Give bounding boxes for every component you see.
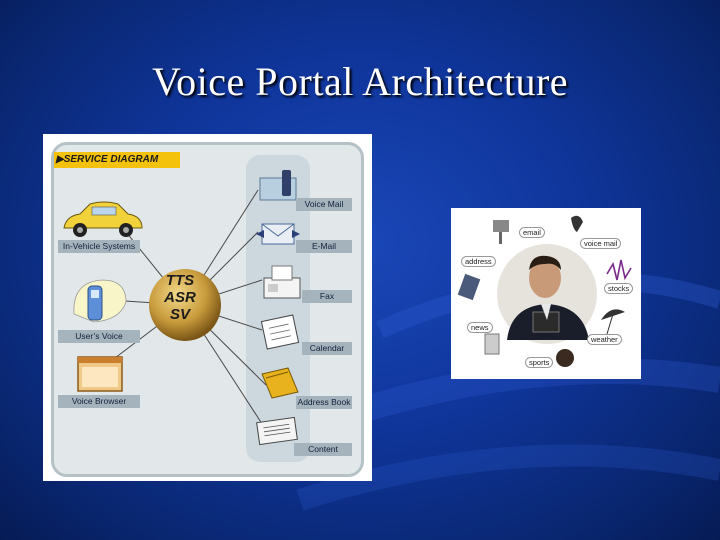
photo-label-voice-mail: voice mail bbox=[580, 238, 622, 249]
label-users-voice: User’s Voice bbox=[58, 330, 140, 343]
phone-handset-icon bbox=[571, 215, 583, 232]
service-diagram-banner: ▶SERVICE DIAGRAM bbox=[54, 152, 180, 168]
umbrella-icon bbox=[601, 309, 625, 335]
label-voice-mail: Voice Mail bbox=[296, 198, 352, 211]
hub-tts: TTS bbox=[165, 272, 195, 289]
label-e-mail: E-Mail bbox=[296, 240, 352, 253]
car-icon bbox=[63, 201, 143, 237]
stock-chart-icon bbox=[606, 259, 632, 281]
fax-machine-icon bbox=[263, 265, 301, 299]
envelope-icon bbox=[256, 223, 300, 245]
address-book-icon bbox=[261, 367, 299, 399]
browser-window-icon bbox=[77, 356, 123, 392]
label-content: Content bbox=[294, 443, 352, 456]
hub-label: TTS ASR SV bbox=[150, 272, 210, 323]
cellphone-icon bbox=[259, 170, 297, 201]
photo-label-weather: weather bbox=[587, 334, 622, 345]
baseball-glove-icon bbox=[556, 349, 574, 367]
photo-label-sports: sports bbox=[525, 357, 554, 368]
palm-device-icon bbox=[457, 273, 481, 301]
photo-label-news: news bbox=[467, 322, 493, 333]
pda-icon bbox=[484, 333, 500, 355]
hub-sv: SV bbox=[169, 306, 190, 323]
hub-sphere-icon bbox=[149, 269, 221, 341]
newspaper-icon bbox=[256, 416, 298, 446]
calendar-icon bbox=[260, 314, 300, 350]
label-fax: Fax bbox=[302, 290, 352, 303]
slide-title: Voice Portal Architecture bbox=[151, 59, 569, 104]
photo-illustration bbox=[457, 215, 632, 367]
label-voice-browser: Voice Browser bbox=[58, 395, 140, 408]
phone-speech-icon bbox=[73, 279, 127, 323]
businessman-photo bbox=[507, 255, 589, 340]
label-calendar: Calendar bbox=[302, 342, 352, 355]
photo-label-stocks: stocks bbox=[604, 283, 634, 294]
label-address-book: Address Book bbox=[296, 396, 352, 409]
photo-label-email: email bbox=[519, 227, 545, 238]
label-in-vehicle-systems: In-Vehicle Systems bbox=[58, 240, 140, 253]
mailbox-icon bbox=[493, 220, 509, 244]
hub-asr: ASR bbox=[164, 289, 196, 306]
photo-label-address: address bbox=[461, 256, 496, 267]
